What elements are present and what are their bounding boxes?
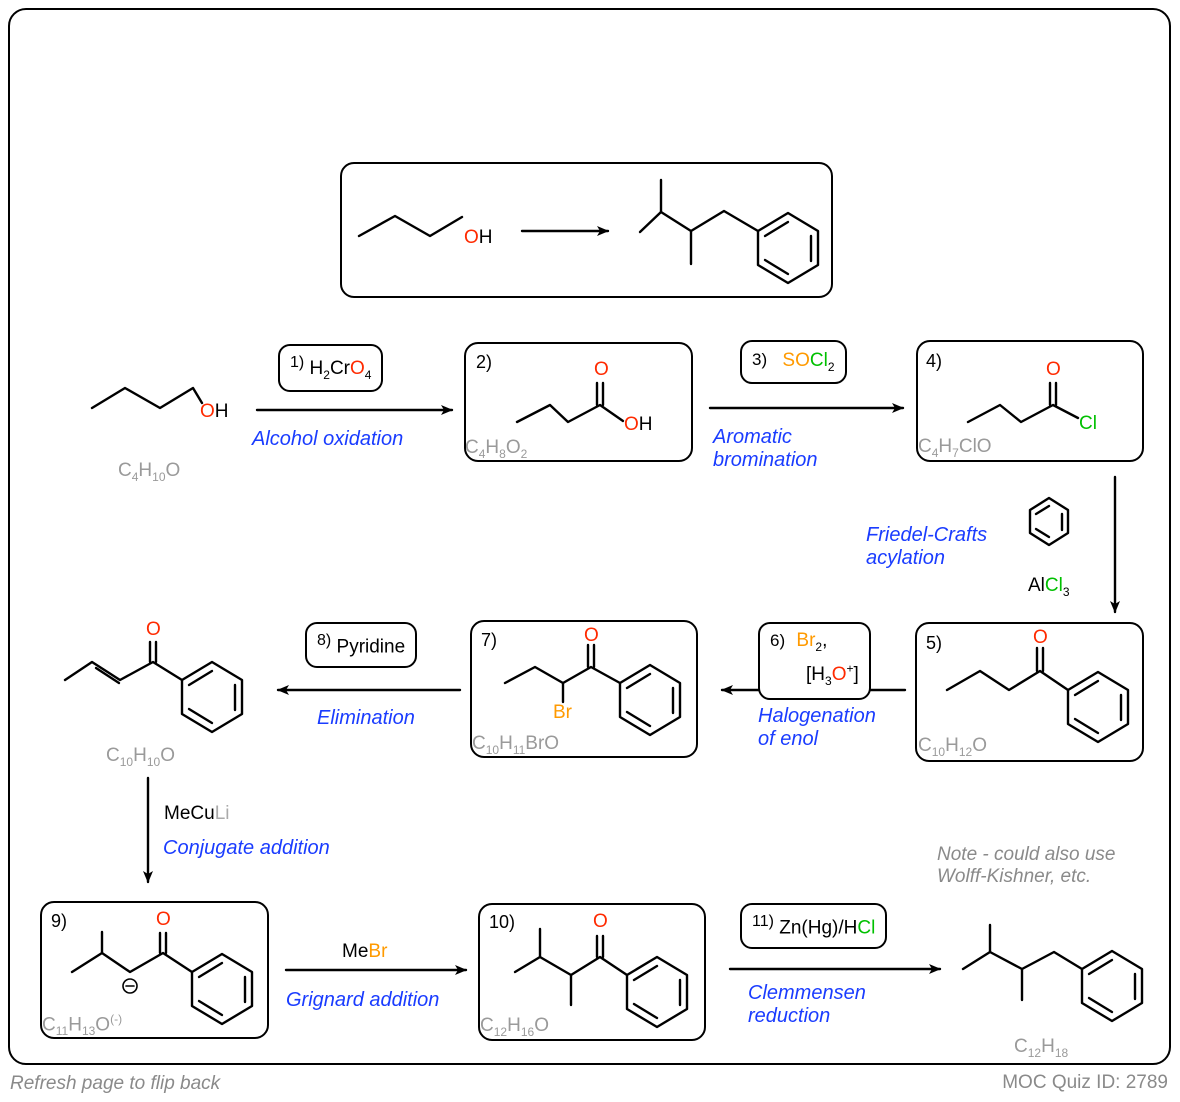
step5-formula: C10H12O <box>918 735 987 759</box>
target-oh: OH <box>464 228 493 248</box>
fc-reagent-alcl3: AlCl3 <box>1028 575 1070 599</box>
target-butanol-chain <box>357 214 464 238</box>
alpha-br: Br <box>553 702 572 723</box>
atom-o: O <box>464 227 479 248</box>
fc-benzene-icon <box>1028 496 1070 547</box>
conjugate-name: Conjugate addition <box>163 837 330 859</box>
step-number: 7) <box>481 630 498 650</box>
step-number: 6) <box>770 631 786 650</box>
carbanion-charge-icon <box>122 978 138 994</box>
step1-name: Alcohol oxidation <box>252 428 404 450</box>
target-box <box>340 162 833 298</box>
carbonyl-o: O <box>594 359 609 380</box>
step9-box <box>40 901 269 1039</box>
step10-formula: C12H16O <box>480 1015 549 1039</box>
butyrophenone-benzene-icon <box>1066 670 1130 744</box>
atom-h: H <box>214 401 229 422</box>
step-number: 11) <box>752 913 774 930</box>
reagent-mebr: MeBr <box>342 941 388 962</box>
enolate-benzene-icon <box>190 952 254 1026</box>
step4-box <box>916 340 1144 462</box>
reagent-pyridine: Pyridine <box>336 636 406 658</box>
enone-benzene-icon <box>180 660 244 734</box>
step2-formula: C4H8O2 <box>465 437 528 461</box>
step9-formula: C11H13O(-) <box>42 1012 123 1039</box>
step10-box <box>478 903 706 1041</box>
acyl-chloride-chain <box>966 403 1080 424</box>
quiz-card-frame <box>8 8 1171 1065</box>
start-formula: C4H10O <box>118 460 181 484</box>
step2-box <box>464 342 693 462</box>
enone-chain <box>63 660 184 682</box>
step8-reagent-box: 8) Pyridine <box>305 622 418 669</box>
reagent-zn-hg-hcl: Zn(Hg)/HCl <box>779 917 876 939</box>
final-benzene-icon <box>1080 949 1144 1023</box>
step6-reagent-box: 6) Br2, [H3O+] <box>758 622 871 700</box>
enone-formula: C10H10O <box>106 745 175 769</box>
target-benzene-icon <box>756 211 820 285</box>
bromoketone-benzene-icon <box>618 663 682 737</box>
step3-reagent-box: 3) SOCl2 <box>740 340 847 384</box>
reagent-mecuLi: MeCuLi <box>164 803 230 824</box>
step11-reagent-box: 11) Zn(Hg)/HCl <box>740 903 888 950</box>
carbonyl-o: O <box>1046 359 1061 380</box>
atom-h: H <box>478 227 493 248</box>
step5-box <box>915 622 1144 762</box>
step8-name: Elimination <box>317 707 415 729</box>
start-butanol-chain <box>90 386 204 410</box>
methylketone-benzene-icon <box>625 955 689 1029</box>
acyl-cl: Cl <box>1079 413 1097 434</box>
quiz-id: MOC Quiz ID: 2789 <box>1002 1072 1168 1093</box>
reagent-br2: Br2, <box>796 630 828 654</box>
step-number: 3) <box>752 350 768 369</box>
step7-formula: C10H11BrO <box>472 733 560 757</box>
final-product-chain <box>961 950 1084 971</box>
butyrophenone-chain <box>945 669 1070 692</box>
step-number: 8) <box>317 632 332 649</box>
enolate-chain <box>70 951 194 974</box>
reagent-h3o: [H3O+] <box>806 661 859 688</box>
step4-formula: C4H7ClO <box>918 436 992 460</box>
reagent-h2cro4: H2CrO4 <box>309 358 372 383</box>
reagent-socl2: SOCl2 <box>782 350 835 374</box>
butanoic-acid-chain <box>515 403 625 424</box>
carbonyl-o: O <box>146 619 161 640</box>
carbonyl-o: O <box>593 911 608 932</box>
step-number: 4) <box>926 351 943 371</box>
step1-reagent-box: 1) H2CrO4 <box>278 344 384 393</box>
grignard-name: Grignard addition <box>286 989 440 1011</box>
carbonyl-o: O <box>156 909 171 930</box>
step-number: 10) <box>489 912 516 932</box>
refresh-flip-link[interactable]: Refresh page to flip back <box>10 1073 221 1094</box>
step-number: 2) <box>476 352 493 372</box>
step-number: 1) <box>290 354 305 371</box>
step-number: 9) <box>51 911 68 931</box>
final-formula: C12H18 <box>1014 1036 1069 1060</box>
carbonyl-o: O <box>1033 627 1048 648</box>
carbonyl-o: O <box>584 625 599 646</box>
start-oh: OH <box>200 402 229 422</box>
acid-oh: OH <box>624 414 653 435</box>
step7-box <box>470 620 698 758</box>
step-number: 5) <box>926 633 943 653</box>
atom-o: O <box>200 401 215 422</box>
